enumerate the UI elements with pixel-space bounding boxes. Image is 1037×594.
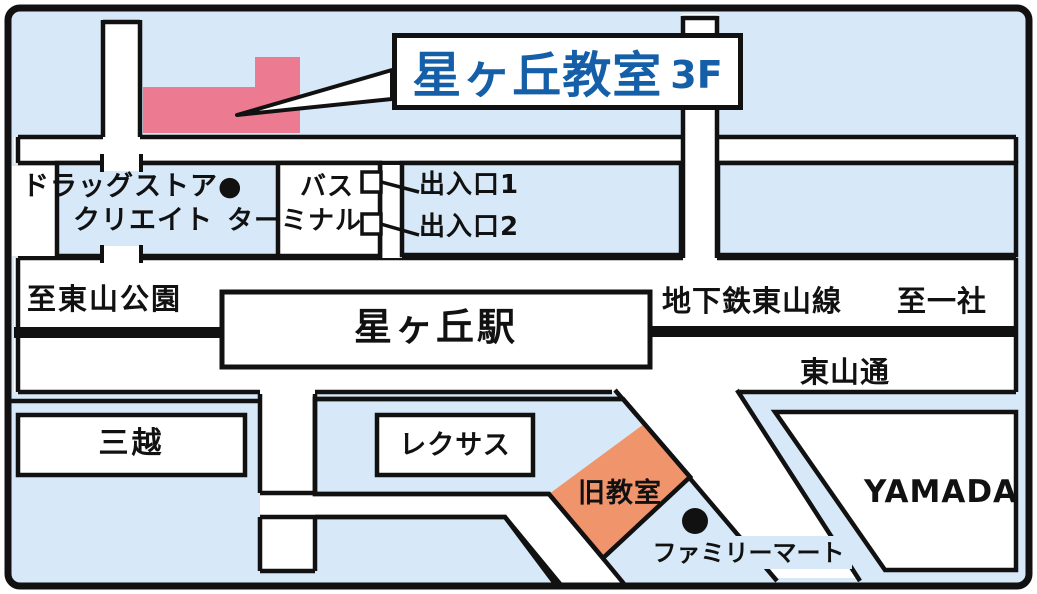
subway-line-left	[14, 327, 222, 338]
label-to-park: 至東山公園	[27, 282, 183, 316]
lexus-block-outline	[312, 396, 694, 562]
station-box	[219, 289, 653, 370]
main-diagonal-road	[615, 390, 860, 578]
top-road	[14, 137, 1016, 163]
label-exit1: 出入口1	[419, 170, 520, 200]
label-subway-line: 地下鉄東山線	[662, 284, 843, 318]
lexus-box	[374, 412, 536, 478]
exit-connector-lines	[380, 180, 420, 237]
label-old-classroom: 旧教室	[578, 478, 662, 509]
lower-block-border	[315, 514, 563, 587]
bottom-vertical-road	[260, 386, 315, 571]
label-exit2: 出入口2	[419, 212, 520, 242]
left-side-road	[12, 166, 57, 256]
label-yamada: YAMADA	[864, 474, 1019, 510]
familymart-dot	[682, 508, 708, 534]
label-familymart: ファミリーマート	[652, 538, 845, 567]
left-vertical-road-borders	[100, 19, 143, 137]
subway-line-right	[650, 326, 1016, 337]
old-classroom-building	[549, 424, 690, 558]
exit1-marker	[360, 170, 383, 194]
familymart-label-strip: ファミリーマート	[645, 536, 852, 569]
yamada-building	[770, 409, 1019, 573]
block-gateways	[100, 154, 143, 263]
exit-road	[380, 165, 402, 258]
label-mitsukoshi: 三越	[98, 426, 165, 461]
label-drugstore-line1: ドラッグストア●	[22, 171, 243, 202]
label-bus-line2: ターミナル	[227, 206, 363, 236]
label-bus-line1: バス	[300, 172, 355, 202]
map-frame	[4, 4, 1033, 590]
label-drugstore-line2: クリエイト	[73, 205, 213, 236]
top-right-block	[715, 160, 1019, 258]
exits-block	[399, 160, 684, 258]
label-street: 東山通	[800, 355, 891, 389]
title-text: 星ヶ丘教室	[412, 47, 663, 104]
label-to-issha: 至一社	[897, 284, 988, 318]
mitsukoshi-box	[15, 412, 248, 478]
exit2-marker	[360, 212, 383, 236]
title-box: 星ヶ丘教室 3F	[392, 33, 743, 110]
label-station: 星ヶ丘駅	[353, 305, 518, 349]
left-vertical-road	[103, 20, 140, 163]
title-floor: 3F	[670, 52, 723, 97]
label-lexus: レクサス	[399, 430, 511, 461]
